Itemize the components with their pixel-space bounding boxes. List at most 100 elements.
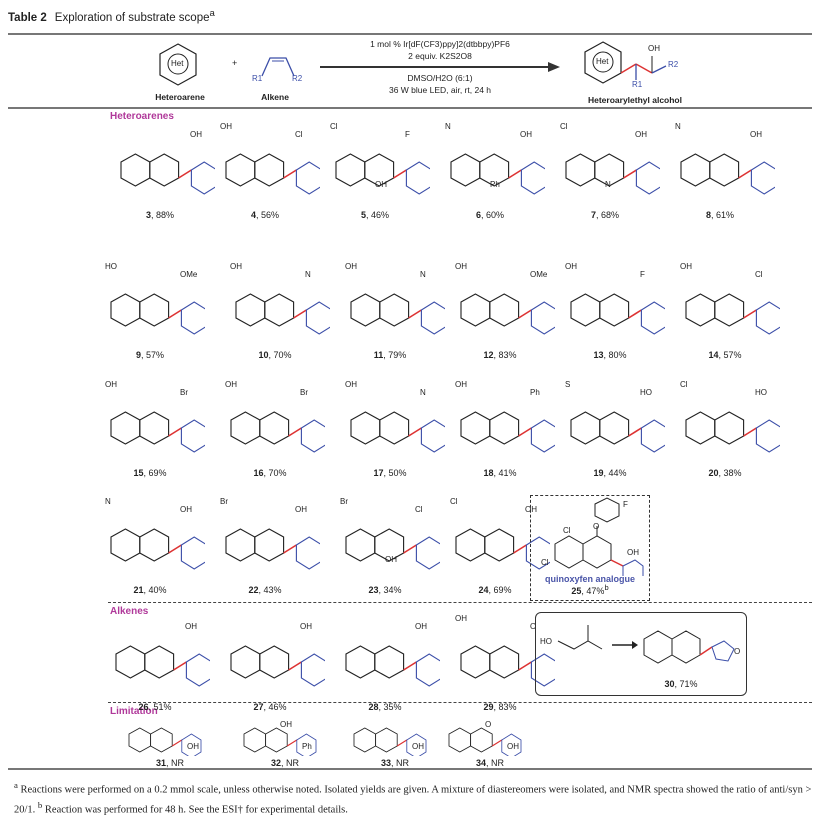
compound-number: 24	[478, 585, 489, 595]
substituent-label: Br	[340, 497, 348, 506]
compound-yield: 57%	[146, 350, 165, 360]
substituent-label: HO	[640, 388, 652, 397]
substituent-label: OH	[520, 130, 532, 139]
arrow-head-icon	[548, 62, 560, 72]
compound-yield: 56%	[261, 210, 280, 220]
substituent-label: Ph	[490, 180, 500, 189]
substituent-label: N	[420, 388, 426, 397]
substituent-label: O	[530, 622, 537, 631]
substituent-label: OH	[455, 262, 467, 271]
substituent-label: S	[565, 380, 571, 389]
molecule-structure	[230, 645, 325, 687]
substituent-label: Cl	[560, 122, 568, 131]
substituent-label: OH	[455, 614, 467, 623]
compound-label: 31, NR	[155, 758, 185, 768]
solvent-text: DMSO/H2O (6:1)	[407, 73, 473, 83]
molecule-structure	[345, 645, 440, 687]
footnote-mark-a: a	[14, 780, 18, 790]
catalyst-text: 1 mol % Ir[dF(CF3)ppy]2(dtbbpy)PF6	[370, 39, 510, 49]
compound-number: 17	[373, 468, 384, 478]
compound-label: 22, 43%	[248, 585, 282, 595]
compound-yield: 46%	[268, 702, 287, 712]
compound-number: 23	[368, 585, 379, 595]
footnote-text-a: Reactions were performed on a 0.2 mmol s…	[14, 784, 812, 816]
substituent-label: OH	[190, 130, 202, 139]
compound-number: 29	[483, 702, 494, 712]
table-title: Exploration of substrate scope	[54, 11, 210, 24]
compound-label: 13, 80%	[593, 350, 627, 360]
compound-yield: 88%	[156, 210, 175, 220]
compound-number: 13	[593, 350, 604, 360]
compound-label: 17, 50%	[373, 468, 407, 478]
compound-yield: 41%	[498, 468, 517, 478]
compound-number: 9	[135, 350, 141, 360]
molecule-structure	[350, 411, 445, 453]
molecule-structure	[570, 293, 665, 335]
substituent-label: OH	[412, 742, 424, 751]
plus-sign: +	[232, 58, 238, 68]
substituent-label: Cl	[330, 122, 338, 131]
conditions-text: 36 W blue LED, air, rt, 24 h	[388, 85, 492, 95]
compound-yield: 38%	[723, 468, 742, 478]
compound-number: 11	[373, 350, 384, 360]
molecule-structure	[570, 411, 665, 453]
compound-yield: 51%	[153, 702, 172, 712]
compound-number: 15	[133, 468, 144, 478]
substituent-label: F	[623, 500, 628, 509]
substituent-label: N	[445, 122, 451, 131]
compound-number: 6	[475, 210, 481, 220]
molecule-structure	[235, 293, 330, 335]
substituent-label: Br	[300, 388, 308, 397]
substituent-label: OH	[185, 622, 197, 631]
compound-yield: 69%	[148, 468, 167, 478]
substituent-label: Ph	[530, 388, 540, 397]
substituent-label: HO	[105, 262, 117, 271]
molecule-structure	[685, 293, 780, 335]
substituent-label: OH	[565, 262, 577, 271]
molecule-structure	[455, 528, 550, 570]
compound-label: 28, 35%	[368, 702, 402, 712]
footnote-text-b: Reaction was performed for 48 h. See the…	[42, 804, 348, 815]
substituent-label: OH	[187, 742, 199, 751]
scheme-rule	[8, 107, 812, 109]
compound-label: 23, 34%	[368, 585, 402, 595]
compound-label: 33, NR	[380, 758, 410, 768]
molecule-structure	[243, 727, 317, 756]
compound-yield: 83%	[498, 702, 517, 712]
compound-label: 7, 68%	[590, 210, 620, 220]
compound-yield: 43%	[263, 585, 282, 595]
compound-number: 10	[258, 350, 269, 360]
compound-number: 30	[664, 679, 675, 689]
compound-number: 18	[483, 468, 494, 478]
molecule-structure	[450, 153, 545, 195]
compound-number: 32	[270, 758, 281, 768]
compound-label: 4, 56%	[250, 210, 280, 220]
compound-number: 27	[253, 702, 264, 712]
reaction-30-structure	[557, 625, 735, 664]
substituent-label: HO	[755, 388, 767, 397]
molecule-structure	[345, 528, 440, 570]
compound-label: 9, 57%	[135, 350, 165, 360]
compound-yield: 44%	[608, 468, 627, 478]
compound-label: 12, 83%	[483, 350, 517, 360]
compound-30-label: 30, 71%	[664, 679, 698, 689]
oxidant-text: 2 equiv. K2S2O8	[408, 51, 472, 61]
alkene-label: Alkene	[261, 92, 289, 102]
compound-number: 31	[155, 758, 166, 768]
molecule-structure	[225, 528, 320, 570]
substituent-label: OH	[627, 548, 639, 557]
substituent-label: O	[734, 647, 741, 656]
r2-label: R2	[292, 74, 303, 83]
